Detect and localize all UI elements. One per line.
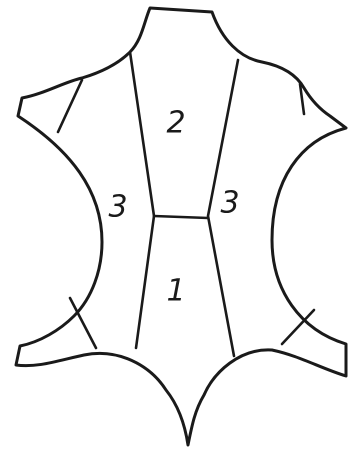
hide-outline: [16, 8, 346, 445]
label-zone-3-right: 3: [220, 186, 239, 221]
label-zone-2: 2: [166, 106, 185, 141]
label-zone-3-left: 3: [108, 190, 127, 225]
label-zone-1: 1: [166, 274, 185, 309]
